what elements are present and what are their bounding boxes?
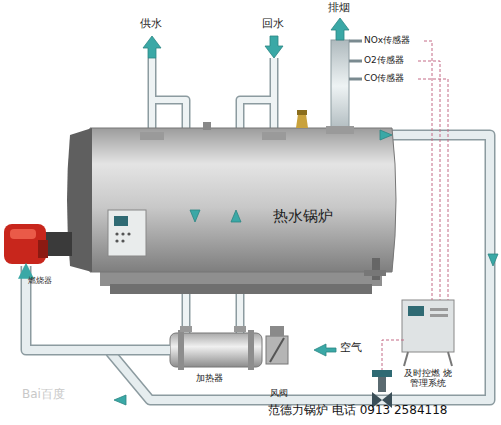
node-label: 加热器 (196, 373, 236, 383)
node-label: 燃烧器 (28, 276, 68, 285)
boiler-box: 热水锅炉 (85, 128, 395, 273)
heater-symbol (170, 326, 262, 370)
pipe-label: 供水 (140, 18, 162, 31)
pipe-group (26, 266, 170, 350)
watermark: Bai百度 (22, 388, 65, 402)
sensor-label: CO传感器 (364, 73, 404, 83)
node-label: 风阀 (270, 388, 300, 398)
control-box: 及时控燃 烧管理系统 (402, 300, 454, 352)
damper-box: 风阀 (266, 330, 288, 370)
pipe-label: 回水 (262, 18, 284, 31)
burner-symbol (4, 224, 72, 264)
chimney (331, 40, 349, 132)
control-cabinet (402, 300, 454, 366)
sensor-stubs (349, 41, 362, 79)
flow-arrows (114, 18, 498, 405)
burner-box: 燃烧器 (4, 222, 48, 266)
control-valve (372, 370, 392, 408)
signal-wires (382, 41, 448, 370)
node-label: 及时控燃 烧管理系统 (402, 368, 454, 389)
pipe-label: 排烟 (328, 2, 350, 15)
sensor-label: O2传感器 (364, 55, 404, 65)
pipe-outline (26, 266, 170, 350)
sensor-label: NOx传感器 (364, 35, 410, 45)
boiler-body (67, 110, 396, 294)
heater-box: 加热器 (170, 333, 262, 367)
node-label: 热水锅炉 (273, 208, 383, 225)
footer-note: 范德力锅炉 电话 0913 2584118 (268, 404, 447, 418)
air-label: 空气 (340, 342, 362, 355)
air-damper (266, 326, 288, 364)
pipe-connector (26, 266, 170, 350)
